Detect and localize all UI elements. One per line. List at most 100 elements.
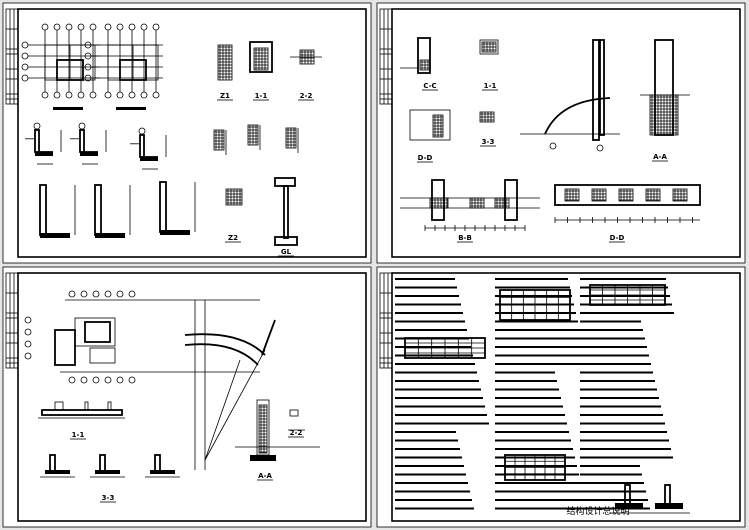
note-line bbox=[580, 295, 670, 297]
notes-table bbox=[404, 337, 486, 359]
note-line bbox=[580, 320, 641, 323]
section-label: A-A bbox=[258, 472, 272, 480]
note-line bbox=[395, 473, 466, 476]
section-label: D-D bbox=[610, 234, 625, 242]
axis-bubble bbox=[138, 127, 146, 135]
note-line bbox=[495, 346, 584, 348]
note-line bbox=[495, 473, 579, 476]
curved-wall bbox=[184, 333, 266, 356]
note-line bbox=[580, 439, 669, 442]
axis-bubble bbox=[116, 376, 124, 384]
notes-table bbox=[589, 284, 666, 306]
drawing-sheet-4: 结构设计总说明 bbox=[376, 266, 746, 528]
note-line bbox=[395, 465, 464, 467]
note-line bbox=[580, 414, 663, 416]
section-label: GL bbox=[281, 248, 292, 256]
axis-bubble bbox=[80, 290, 88, 298]
note-line bbox=[580, 465, 640, 467]
axis-bubble bbox=[116, 290, 124, 298]
note-line bbox=[580, 473, 642, 476]
note-line bbox=[495, 482, 581, 484]
note-line bbox=[580, 456, 673, 459]
note-line bbox=[395, 507, 474, 510]
note-line bbox=[495, 448, 573, 450]
note-line bbox=[495, 490, 583, 493]
note-line bbox=[395, 295, 459, 297]
note-line bbox=[580, 337, 645, 340]
note-line bbox=[495, 337, 582, 340]
notes-table bbox=[499, 289, 571, 321]
axis-bubble bbox=[68, 376, 76, 384]
note-line bbox=[395, 303, 461, 306]
note-line bbox=[495, 422, 567, 425]
drawing-sheet-3: 1-1A-A2-23-3 bbox=[2, 266, 372, 528]
section-label: 1-1 bbox=[255, 92, 268, 100]
note-line bbox=[495, 499, 585, 501]
note-line bbox=[395, 278, 455, 280]
section-label: 3-3 bbox=[102, 494, 115, 502]
note-line bbox=[580, 312, 674, 314]
note-line bbox=[495, 397, 561, 399]
note-line bbox=[495, 354, 586, 357]
note-line bbox=[395, 371, 477, 374]
section-label: 1-1 bbox=[484, 82, 497, 90]
note-line bbox=[495, 363, 588, 365]
note-line bbox=[395, 286, 457, 289]
note-line bbox=[580, 431, 667, 433]
note-line bbox=[495, 507, 587, 510]
section-label: B-B bbox=[458, 234, 472, 242]
note-line bbox=[580, 490, 646, 493]
note-line bbox=[495, 286, 570, 289]
note-line bbox=[495, 439, 571, 442]
section-label: A-A bbox=[653, 153, 667, 161]
section-label: 2-2 bbox=[290, 429, 303, 437]
title-block-strip bbox=[379, 272, 393, 369]
note-line bbox=[495, 414, 565, 416]
note-line bbox=[495, 388, 559, 391]
section-label: 2-2 bbox=[300, 92, 313, 100]
note-line bbox=[395, 439, 458, 442]
note-line bbox=[395, 354, 473, 357]
axis-bubble bbox=[33, 122, 41, 130]
title-block-strip bbox=[5, 8, 19, 105]
note-line bbox=[395, 499, 472, 501]
note-line bbox=[395, 431, 456, 433]
note-line bbox=[495, 329, 580, 331]
note-line bbox=[395, 448, 460, 450]
axis-bubble bbox=[24, 352, 32, 360]
note-line bbox=[395, 312, 463, 314]
note-line bbox=[495, 278, 568, 280]
note-line bbox=[580, 499, 648, 501]
notes-table bbox=[504, 454, 566, 481]
note-line bbox=[495, 320, 578, 323]
title-block-strip bbox=[5, 272, 19, 369]
axis-bubble bbox=[104, 376, 112, 384]
note-line bbox=[495, 405, 563, 408]
note-line bbox=[395, 388, 481, 391]
section-label: 3-3 bbox=[482, 138, 495, 146]
note-line bbox=[580, 388, 657, 391]
note-line bbox=[495, 312, 576, 314]
axis-bubble bbox=[24, 340, 32, 348]
arch-curve bbox=[544, 97, 611, 135]
section-label: C-C bbox=[423, 82, 436, 90]
note-line bbox=[395, 346, 471, 348]
note-line bbox=[580, 354, 649, 357]
note-line bbox=[495, 371, 555, 374]
note-line bbox=[580, 371, 653, 374]
axis-bubble bbox=[549, 142, 557, 150]
axis-bubble bbox=[24, 316, 32, 324]
note-line bbox=[395, 320, 465, 323]
section-label: Z2 bbox=[228, 234, 238, 242]
note-line bbox=[580, 482, 644, 484]
axis-bubble bbox=[596, 144, 604, 152]
note-line bbox=[395, 482, 468, 484]
note-line bbox=[580, 380, 655, 382]
note-line bbox=[580, 278, 666, 280]
note-line bbox=[580, 448, 671, 450]
note-line bbox=[395, 414, 487, 416]
title-block-strip bbox=[379, 8, 393, 105]
axis-bubble bbox=[80, 376, 88, 384]
